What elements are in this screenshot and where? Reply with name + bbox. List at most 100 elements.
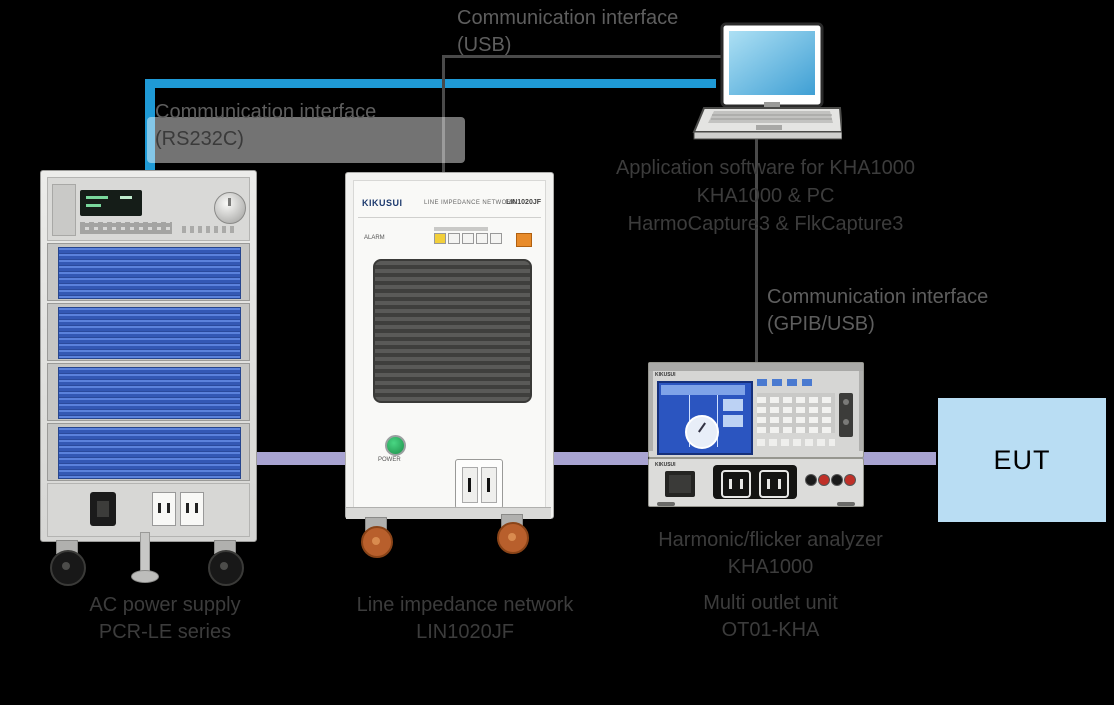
kha-top-strip (649, 363, 863, 371)
ac-source-name: AC power supply (89, 594, 241, 616)
comm-right-line1: Communication interface (767, 286, 989, 308)
pcr-ac-inlet (90, 492, 116, 526)
comm-right-line2: (GPIB/USB) (767, 313, 875, 335)
comm-interface-top-label: Communication interface (USB) (457, 5, 678, 59)
lin-indicator (490, 233, 502, 244)
pcr-side-module (52, 184, 76, 236)
laptop-hinge (764, 102, 780, 107)
kha-screen-panel (723, 399, 743, 411)
pcr-display-readout (120, 196, 132, 199)
pcr-heatsink (58, 427, 241, 479)
comm-top-line1: Communication interface (457, 7, 679, 29)
lin-chassis: KIKUSUI LINE IMPEDANCE NETWORK LIN1020JF… (345, 172, 554, 519)
outlet-unit-model: OT01-KHA (721, 619, 820, 641)
kha-key-grid (757, 393, 835, 433)
ot-foot (657, 502, 675, 506)
line-impedance-network-unit: KIKUSUI LINE IMPEDANCE NETWORK LIN1020JF… (345, 172, 554, 562)
lin-caster-wheel (497, 522, 529, 554)
ac-line-ot-to-eut (862, 452, 936, 465)
ot-chassis: KIKUSUI (648, 458, 864, 507)
comm-left-line2: (RS232C) (155, 128, 244, 150)
software-line1: Application software for KHA1000 (615, 157, 916, 179)
laptop-trackpad (756, 125, 782, 130)
kikusui-logo: KIKUSUI (655, 462, 676, 468)
ac-source-model: PCR-LE series (98, 621, 232, 643)
usb-cable-vertical (145, 79, 155, 172)
kha-chassis: KIKUSUI (648, 362, 864, 458)
lin-caption-bar (434, 227, 488, 231)
outlet-unit-caption: Multi outlet unit OT01-KHA (618, 590, 923, 644)
pcr-chassis (40, 170, 257, 542)
application-software-label: Application software for KHA1000 KHA1000… (563, 154, 968, 238)
multi-outlet-unit: KIKUSUI (648, 458, 864, 507)
usb-connector-line-vertical (442, 55, 445, 173)
pcr-power-module (47, 303, 250, 361)
pcr-outlet-socket (152, 492, 176, 526)
impedance-network-model: LIN1020JF (416, 621, 514, 643)
laptop-keyboard (708, 111, 833, 123)
lin-caster-wheel (361, 526, 393, 558)
ac-line-lin-to-kha (552, 452, 648, 465)
harmonic-flicker-analyzer-unit: KIKUSUI (648, 362, 864, 458)
pcr-display-readout (86, 196, 108, 199)
lin-outlet-slot (462, 467, 478, 503)
pcr-rotary-knob (214, 192, 246, 224)
kha-function-buttons (757, 379, 817, 386)
comm-interface-right-label: Communication interface (GPIB/USB) (767, 284, 988, 338)
analyzer-name: Harmonic/flicker analyzer (658, 529, 883, 551)
kha-display-screen (657, 381, 753, 455)
lin-indicator (434, 233, 446, 244)
lin-divider (358, 217, 541, 218)
pcr-power-module (47, 243, 250, 301)
pcr-caster-wheel (208, 550, 244, 586)
lin-indicator (448, 233, 460, 244)
lin-ventilation-grille (373, 259, 532, 403)
eut-box: EUT (936, 396, 1108, 524)
comm-interface-left-label: Communication interface (RS232C) (155, 99, 376, 153)
ot-outlet-socket (759, 470, 789, 498)
kha-screen-titlebar (661, 385, 745, 395)
pcr-display-readout (86, 204, 101, 207)
analyzer-caption: Harmonic/flicker analyzer KHA1000 (618, 527, 923, 581)
pcr-outlet-socket (180, 492, 204, 526)
pcr-power-module (47, 423, 250, 481)
kha-meter-gauge (685, 415, 719, 449)
kha-handle-left (649, 371, 653, 451)
pcr-power-module (47, 363, 250, 421)
comm-left-line1: Communication interface (155, 101, 377, 123)
kha-lower-buttons (757, 439, 835, 446)
lin-indicator (462, 233, 474, 244)
kikusui-logo: KIKUSUI (362, 198, 403, 208)
pcr-heatsink (58, 247, 241, 299)
lin-base-strip (346, 507, 551, 519)
impedance-network-name: Line impedance network (356, 594, 574, 616)
ac-source-caption: AC power supply PCR-LE series (40, 592, 290, 646)
label-backing-box (147, 117, 465, 163)
ot-input-connector (665, 471, 695, 497)
pcr-outlet-panel (47, 483, 250, 537)
outlet-unit-name: Multi outlet unit (703, 592, 838, 614)
lin-panel-title: LINE IMPEDANCE NETWORK (424, 200, 516, 206)
kha-handle-right (859, 371, 863, 451)
ot-outlet-panel (713, 465, 797, 499)
laptop-screen (729, 31, 815, 95)
lin-remote-button (516, 233, 532, 247)
usb-cable-horizontal (150, 79, 716, 88)
ot-brand-text: KIKUSUI (655, 462, 676, 468)
kikusui-logo: KIKUSUI (655, 372, 676, 378)
lin-outlet-slot (481, 467, 497, 503)
gpib-connector-line-vertical (755, 136, 758, 364)
laptop-front-edge (693, 131, 843, 140)
kha-button-area (757, 379, 855, 451)
ac-line-pcr-to-lin (255, 452, 345, 465)
ot-outlet-socket (721, 470, 751, 498)
pcr-display (80, 190, 142, 216)
laptop-pc (692, 20, 844, 148)
lin-alarm-label: ALARM (364, 235, 385, 241)
software-line2: KHA1000 & PC (696, 185, 835, 207)
laptop-illustration (692, 22, 844, 140)
ot-foot (837, 502, 855, 506)
lin-model-text: LIN1020JF (506, 199, 542, 206)
lin-brand-text: KIKUSUI (362, 198, 403, 208)
